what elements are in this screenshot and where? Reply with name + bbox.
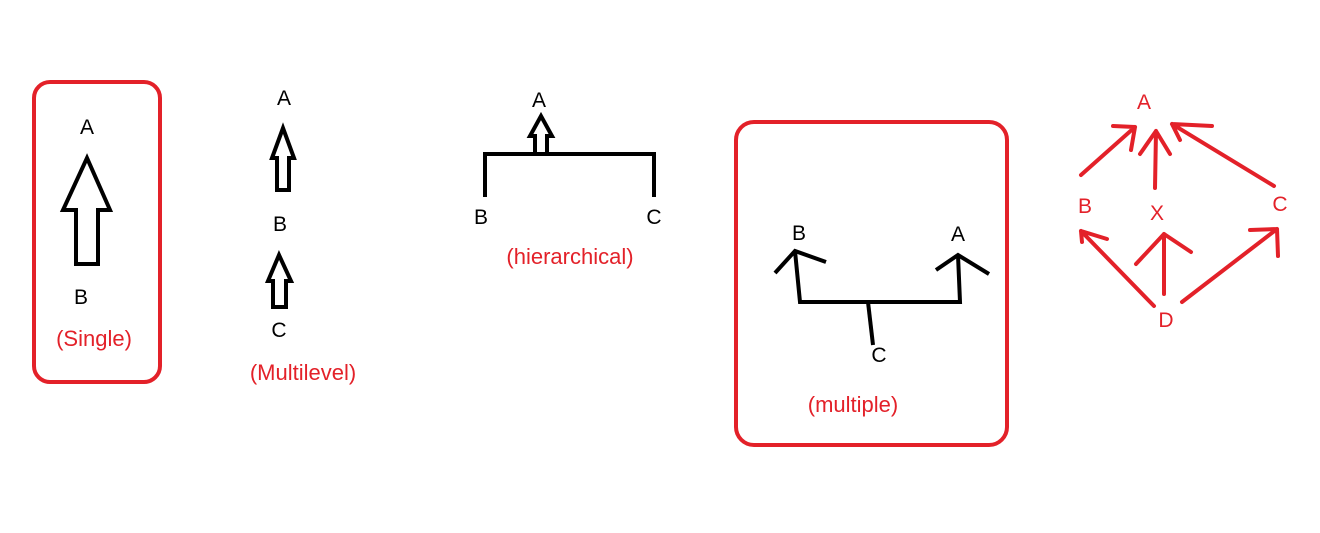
multiple-connector (793, 250, 963, 304)
hierarchical-caption: (hierarchical) (506, 244, 633, 269)
multiple-label-c: C (871, 344, 886, 367)
multiple-left-arrowhead (773, 248, 827, 275)
hybrid-arrow-d-to-b (1079, 229, 1156, 308)
hybrid-label-x: X (1150, 202, 1164, 225)
hierarchical-panel: A B C (hierarchical) (474, 89, 662, 269)
single-highlight-box (32, 80, 162, 384)
single-label-b: B (74, 286, 88, 309)
hybrid-label-a: A (1137, 91, 1151, 114)
multiple-highlight-box (734, 120, 1009, 447)
single-up-arrow (59, 153, 114, 266)
hybrid-arrow-c-to-a (1170, 122, 1276, 188)
hybrid-arrow-x-to-a (1138, 129, 1172, 190)
multilevel-caption: (Multilevel) (250, 360, 356, 385)
multilevel-label-c: C (271, 319, 286, 342)
multilevel-panel: A B C (Multilevel) (250, 87, 356, 385)
hierarchical-connector (483, 152, 656, 197)
multiple-panel: B A C (multiple) (734, 120, 1009, 447)
multilevel-label-a: A (277, 87, 291, 110)
hierarchical-label-c: C (646, 206, 661, 229)
multiple-label-a: A (951, 223, 965, 246)
hybrid-label-c: C (1272, 193, 1287, 216)
multiple-right-arrowhead (934, 252, 991, 276)
multilevel-lower-arrow (264, 250, 295, 309)
hierarchical-label-a: A (532, 89, 546, 112)
hybrid-label-d: D (1158, 309, 1173, 332)
hierarchical-label-b: B (474, 206, 488, 229)
hybrid-label-b: B (1078, 195, 1092, 218)
single-caption: (Single) (56, 326, 132, 351)
multiple-child-stem (866, 301, 875, 346)
single-label-a: A (80, 116, 94, 139)
hybrid-panel: A B X C D (1078, 91, 1288, 332)
multilevel-label-b: B (273, 213, 287, 236)
hybrid-arrow-d-to-x (1134, 232, 1193, 296)
hierarchical-up-arrow (526, 111, 556, 154)
single-panel: A B (Single) (32, 80, 162, 384)
multiple-caption: (multiple) (808, 392, 898, 417)
multilevel-upper-arrow (269, 122, 297, 192)
hybrid-arrow-d-to-c (1180, 227, 1280, 304)
multiple-label-b: B (792, 222, 806, 245)
hybrid-arrow-b-to-a (1079, 124, 1137, 177)
